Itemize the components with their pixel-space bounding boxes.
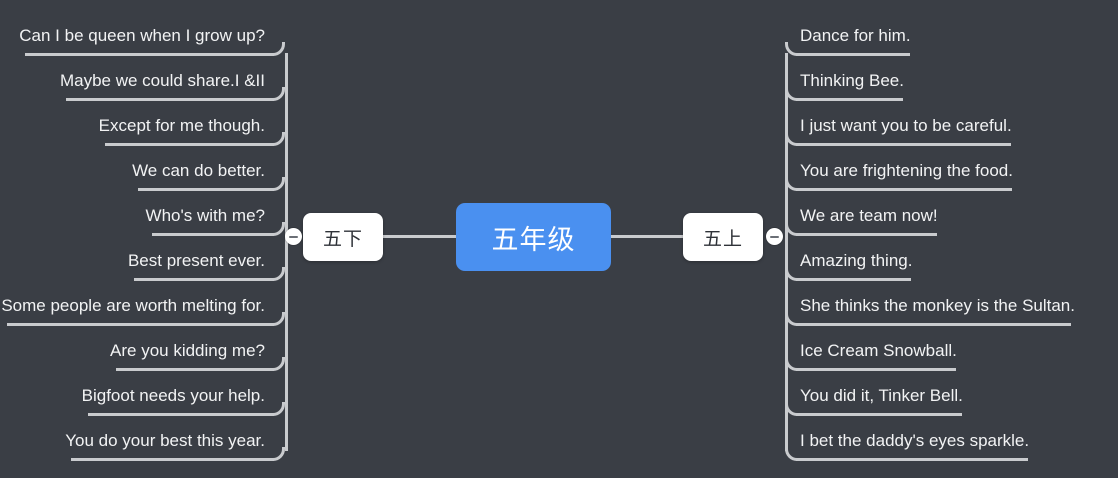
leaf-underline bbox=[87, 413, 274, 416]
leaf-node[interactable]: You did it, Tinker Bell. bbox=[800, 377, 1118, 415]
leaf-underline bbox=[796, 98, 903, 101]
leaf-node-label: Except for me though. bbox=[98, 116, 265, 135]
leaf-node-label: Ice Cream Snowball. bbox=[800, 341, 957, 360]
leaf-node[interactable]: Can I be queen when I grow up? bbox=[0, 17, 265, 55]
leaf-node-label: You are frightening the food. bbox=[800, 161, 1013, 180]
leaf-elbow bbox=[271, 267, 285, 281]
branch-spine-left bbox=[285, 53, 288, 451]
leaf-node-label: Maybe we could share.I &II bbox=[59, 71, 265, 90]
trunk-connector-left bbox=[383, 235, 457, 238]
leaf-elbow bbox=[785, 42, 799, 56]
leaf-node[interactable]: Maybe we could share.I &II bbox=[0, 62, 265, 100]
leaf-node[interactable]: I just want you to be careful. bbox=[800, 107, 1118, 145]
leaf-node[interactable]: Amazing thing. bbox=[800, 242, 1118, 280]
leaf-list-left: Can I be queen when I grow up? Maybe we c… bbox=[0, 0, 300, 478]
leaf-underline bbox=[116, 368, 274, 371]
leaf-node[interactable]: You are frightening the food. bbox=[800, 152, 1118, 190]
leaf-elbow bbox=[271, 222, 285, 236]
leaf-node[interactable]: We are team now! bbox=[800, 197, 1118, 235]
leaf-elbow bbox=[271, 42, 285, 56]
leaf-elbow bbox=[785, 447, 799, 461]
leaf-elbow bbox=[785, 357, 799, 371]
leaf-node[interactable]: I bet the daddy's eyes sparkle. bbox=[800, 422, 1118, 460]
leaf-node-label: Some people are worth melting for. bbox=[1, 296, 265, 315]
leaf-node[interactable]: Best present ever. bbox=[0, 242, 265, 280]
leaf-node-label: Bigfoot needs your help. bbox=[81, 386, 265, 405]
root-node[interactable]: 五年级 bbox=[456, 203, 611, 271]
leaf-underline bbox=[65, 98, 274, 101]
leaf-node[interactable]: Bigfoot needs your help. bbox=[0, 377, 265, 415]
leaf-elbow bbox=[271, 177, 285, 191]
leaf-node-label: Amazing thing. bbox=[800, 251, 913, 270]
trunk-connector-right bbox=[610, 235, 684, 238]
leaf-elbow bbox=[271, 132, 285, 146]
leaf-node[interactable]: She thinks the monkey is the Sultan. bbox=[800, 287, 1118, 325]
leaf-node-label: We can do better. bbox=[132, 161, 265, 180]
leaf-underline bbox=[7, 323, 274, 326]
leaf-underline bbox=[25, 53, 274, 56]
leaf-node[interactable]: Dance for him. bbox=[800, 17, 1118, 55]
leaf-underline bbox=[796, 143, 1011, 146]
leaf-elbow bbox=[785, 132, 799, 146]
leaf-list-right: Dance for him. Thinking Bee. I just want y… bbox=[780, 0, 1118, 478]
leaf-elbow bbox=[785, 267, 799, 281]
leaf-underline bbox=[71, 458, 274, 461]
leaf-elbow bbox=[271, 87, 285, 101]
leaf-elbow bbox=[785, 87, 799, 101]
leaf-elbow bbox=[271, 447, 285, 461]
leaf-node-label: She thinks the monkey is the Sultan. bbox=[800, 296, 1075, 315]
collapse-minus-icon-left[interactable] bbox=[285, 228, 302, 245]
leaf-node-label: I bet the daddy's eyes sparkle. bbox=[800, 431, 1030, 450]
leaf-elbow bbox=[271, 312, 285, 326]
leaf-elbow bbox=[785, 222, 799, 236]
leaf-node[interactable]: We can do better. bbox=[0, 152, 265, 190]
leaf-node-label: You do your best this year. bbox=[65, 431, 265, 450]
leaf-node[interactable]: Thinking Bee. bbox=[800, 62, 1118, 100]
branch-node-left[interactable]: 五下 bbox=[303, 213, 383, 261]
leaf-elbow bbox=[785, 402, 799, 416]
leaf-node-label: Best present ever. bbox=[127, 251, 265, 270]
leaf-underline bbox=[133, 278, 274, 281]
leaf-underline bbox=[104, 143, 274, 146]
branch-node-right[interactable]: 五上 bbox=[683, 213, 763, 261]
collapse-minus-icon-right[interactable] bbox=[766, 228, 783, 245]
leaf-node-label: Dance for him. bbox=[800, 26, 911, 45]
leaf-node-label: Thinking Bee. bbox=[800, 71, 904, 90]
leaf-underline bbox=[796, 188, 1012, 191]
leaf-underline bbox=[796, 458, 1029, 461]
leaf-underline bbox=[796, 368, 956, 371]
leaf-node-label: Who's with me? bbox=[145, 206, 265, 225]
leaf-underline bbox=[796, 413, 963, 416]
leaf-node[interactable]: Are you kidding me? bbox=[0, 332, 265, 370]
leaf-node[interactable]: Who's with me? bbox=[0, 197, 265, 235]
leaf-node-label: We are team now! bbox=[800, 206, 938, 225]
leaf-elbow bbox=[785, 312, 799, 326]
leaf-node-label: Are you kidding me? bbox=[110, 341, 265, 360]
leaf-node-label: You did it, Tinker Bell. bbox=[800, 386, 963, 405]
leaf-underline bbox=[796, 53, 910, 56]
leaf-underline bbox=[796, 323, 1071, 326]
leaf-underline bbox=[796, 233, 937, 236]
leaf-underline bbox=[151, 233, 274, 236]
leaf-elbow bbox=[271, 357, 285, 371]
leaf-underline bbox=[796, 278, 912, 281]
leaf-node[interactable]: Except for me though. bbox=[0, 107, 265, 145]
leaf-underline bbox=[138, 188, 274, 191]
leaf-elbow bbox=[785, 177, 799, 191]
leaf-elbow bbox=[271, 402, 285, 416]
branch-spine-right bbox=[785, 53, 788, 451]
leaf-node-label: Can I be queen when I grow up? bbox=[19, 26, 265, 45]
leaf-node[interactable]: Some people are worth melting for. bbox=[0, 287, 265, 325]
leaf-node-label: I just want you to be careful. bbox=[800, 116, 1012, 135]
leaf-node[interactable]: Ice Cream Snowball. bbox=[800, 332, 1118, 370]
leaf-node[interactable]: You do your best this year. bbox=[0, 422, 265, 460]
